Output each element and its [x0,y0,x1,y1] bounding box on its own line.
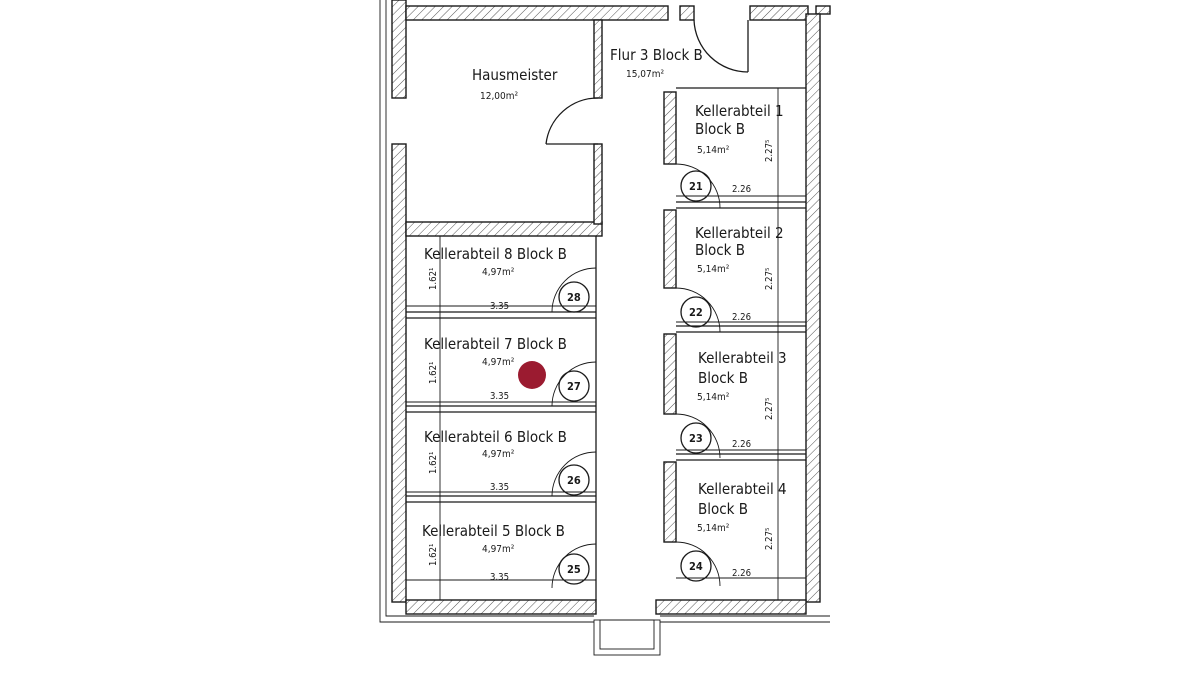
hausmeister-name: Hausmeister [472,66,558,84]
room-name: Kellerabteil 1 [695,102,784,120]
room-depth: 2.27⁵ [764,397,775,420]
room-width: 3.35 [490,391,509,402]
flur-area: 15,07m² [626,69,665,80]
room-depth: 2.27⁵ [764,527,775,550]
flur-name: Flur 3 Block B [610,46,703,64]
room-depth: 2.27⁵ [764,139,775,162]
room-kellerabteil-7: Kellerabteil 7 Block B 4,97m² 3.35 1.62¹… [424,335,590,402]
room-depth: 1.62¹ [428,544,439,566]
room-kellerabteil-5: Kellerabteil 5 Block B 4,97m² 3.35 1.62¹… [422,522,590,585]
room-number: 21 [689,180,703,193]
room-kellerabteil-8: Kellerabteil 8 Block B 4,97m² 3.35 1.62¹… [424,245,590,313]
room-depth: 1.62¹ [428,268,439,290]
room-width: 3.35 [490,572,509,583]
room-area: 5,14m² [697,145,730,156]
room-kellerabteil-1: Kellerabteil 1 Block B 5,14m² 2.26 2.27⁵… [680,102,784,202]
room-area: 4,97m² [482,267,515,278]
room-width: 2.26 [732,439,751,450]
room-name: Kellerabteil 2 [695,224,784,242]
room-name: Kellerabteil 7 Block B [424,335,567,353]
room-kellerabteil-2: Kellerabteil 2 Block B 5,14m² 2.26 2.27⁵… [680,224,784,328]
room-number: 27 [567,380,581,393]
room-number: 26 [567,474,581,487]
room-number: 22 [689,306,703,319]
room-block: Block B [695,241,745,259]
room-width: 2.26 [732,312,751,323]
hausmeister-area: 12,00m² [480,91,519,102]
room-number: 28 [567,291,581,304]
room-area: 5,14m² [697,392,730,403]
room-name: Kellerabteil 6 Block B [424,428,567,446]
room-kellerabteil-4: Kellerabteil 4 Block B 5,14m² 2.26 2.27⁵… [680,480,787,582]
room-area: 4,97m² [482,449,515,460]
room-name: Kellerabteil 4 [698,480,787,498]
room-width: 2.26 [732,568,751,579]
room-name: Kellerabteil 8 Block B [424,245,567,263]
room-block: Block B [698,369,748,387]
room-area: 5,14m² [697,523,730,534]
room-width: 3.35 [490,301,509,312]
room-block: Block B [698,500,748,518]
room-kellerabteil-3: Kellerabteil 3 Block B 5,14m² 2.26 2.27⁵… [680,349,787,454]
room-area: 5,14m² [697,264,730,275]
room-name: Kellerabteil 5 Block B [422,522,565,540]
room-area: 4,97m² [482,357,515,368]
room-number: 23 [689,432,703,445]
room-width: 3.35 [490,482,509,493]
walls [391,0,831,615]
room-depth: 2.27⁵ [764,267,775,290]
location-marker[interactable] [518,361,546,389]
room-depth: 1.62¹ [428,452,439,474]
room-kellerabteil-6: Kellerabteil 6 Block B 4,97m² 3.35 1.62¹… [424,428,590,496]
room-width: 2.26 [732,184,751,195]
partitions [406,87,806,600]
room-number: 24 [689,560,703,573]
outer-frame [379,0,830,656]
room-area: 4,97m² [482,544,515,555]
room-block: Block B [695,120,745,138]
room-name: Kellerabteil 3 [698,349,787,367]
room-number: 25 [567,563,581,576]
room-depth: 1.62¹ [428,362,439,384]
